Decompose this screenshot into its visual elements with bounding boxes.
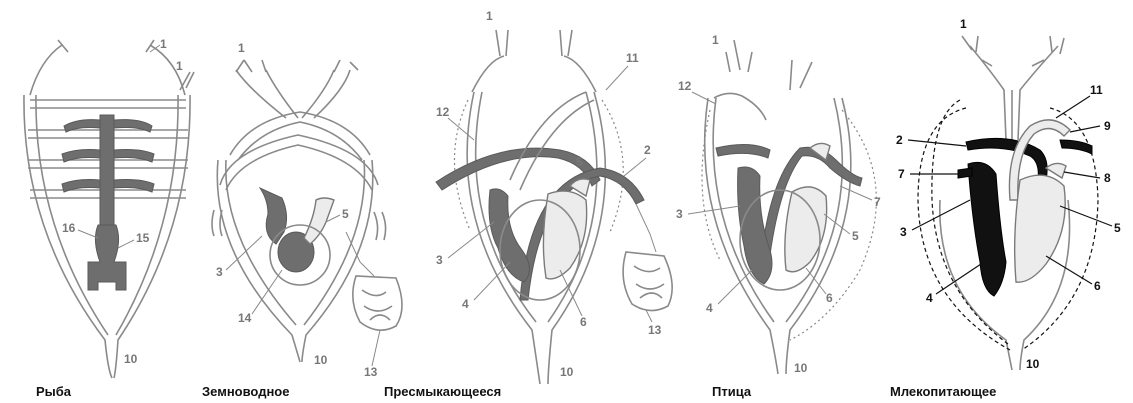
bird-label-6: 6 xyxy=(826,291,833,305)
bird-pulmonary-artery xyxy=(716,144,770,158)
reptile-heart-right xyxy=(489,189,530,282)
amphibian-label-13: 13 xyxy=(364,365,378,379)
bird-label-5: 5 xyxy=(852,229,859,243)
reptile-label-2: 2 xyxy=(644,143,651,157)
mammal-label-8: 8 xyxy=(1104,171,1111,185)
amphibian-label-14: 14 xyxy=(238,311,252,325)
bird-label-10: 10 xyxy=(794,361,808,375)
mammal-heart-right xyxy=(968,162,1006,296)
mammal-label-4: 4 xyxy=(926,291,933,305)
mammal-label-6: 6 xyxy=(1094,279,1101,293)
reptile-diagram: 1 12 11 2 5 3 4 6 13 10 xyxy=(436,9,672,384)
fish-ventral-aorta xyxy=(100,115,114,225)
caption-bird: Птица xyxy=(712,384,751,399)
amphibian-diagram: 1 5 3 14 13 10 xyxy=(212,41,402,379)
reptile-label-12: 12 xyxy=(436,105,450,119)
caption-mammal: Млекопитающее xyxy=(890,384,996,399)
amphibian-aortic-arches xyxy=(220,112,378,190)
reptile-label-10: 10 xyxy=(560,365,574,379)
mammal-label-7: 7 xyxy=(898,167,905,181)
amphibian-heart-left-atrium xyxy=(304,198,334,244)
fish-label-16: 16 xyxy=(62,221,76,235)
mammal-diagram: 1 11 2 9 7 8 3 5 4 6 10 xyxy=(896,17,1121,371)
reptile-label-3: 3 xyxy=(436,253,443,267)
fish-label-15: 15 xyxy=(136,231,150,245)
amphibian-label-10: 10 xyxy=(314,353,328,367)
amphibian-label-1: 1 xyxy=(238,41,245,55)
mammal-heart-left xyxy=(1015,175,1066,282)
reptile-heart-left xyxy=(543,191,586,279)
bird-circulation-loop xyxy=(705,98,851,374)
mammal-label-2: 2 xyxy=(896,133,903,147)
bird-diagram: 1 12 3 7 5 4 6 10 xyxy=(676,33,881,375)
mammal-label-11: 11 xyxy=(1090,83,1103,97)
caption-amphibian: Земноводное xyxy=(202,384,289,399)
bird-label-1: 1 xyxy=(712,33,719,47)
bird-label-12: 12 xyxy=(678,79,692,93)
amphibian-label-3: 3 xyxy=(216,265,223,279)
fish-head-arteries xyxy=(30,40,194,95)
fish-diagram: 16 15 1 1 10 xyxy=(24,37,194,378)
reptile-label-4: 4 xyxy=(462,297,469,311)
bird-heart-left xyxy=(785,187,827,272)
amphibian-label-5: 5 xyxy=(342,207,349,221)
fish-label-10: 10 xyxy=(124,352,138,366)
caption-fish: Рыба xyxy=(36,384,71,399)
fish-heart xyxy=(88,225,126,290)
bird-label-7: 7 xyxy=(874,195,881,209)
reptile-capillary-net xyxy=(623,252,672,311)
mammal-label-9: 9 xyxy=(1104,119,1111,133)
mammal-label-5: 5 xyxy=(1114,221,1121,235)
amphibian-heart-right-atrium xyxy=(260,188,287,244)
fish-label-1b: 1 xyxy=(176,59,183,73)
reptile-label-11: 11 xyxy=(626,51,639,65)
mammal-label-3: 3 xyxy=(900,225,907,239)
amphibian-capillary-net xyxy=(353,276,402,330)
reptile-label-13: 13 xyxy=(648,323,662,337)
reptile-label-1: 1 xyxy=(486,9,493,23)
caption-reptile: Пресмыкающееся xyxy=(384,384,501,399)
bird-label-4: 4 xyxy=(706,301,713,315)
fish-label-1a: 1 xyxy=(160,37,167,51)
mammal-label-1: 1 xyxy=(960,17,967,31)
reptile-label-6: 6 xyxy=(580,315,587,329)
reptile-label-5: 5 xyxy=(576,155,583,169)
mammal-label-10: 10 xyxy=(1026,357,1040,371)
bird-label-3: 3 xyxy=(676,207,683,221)
